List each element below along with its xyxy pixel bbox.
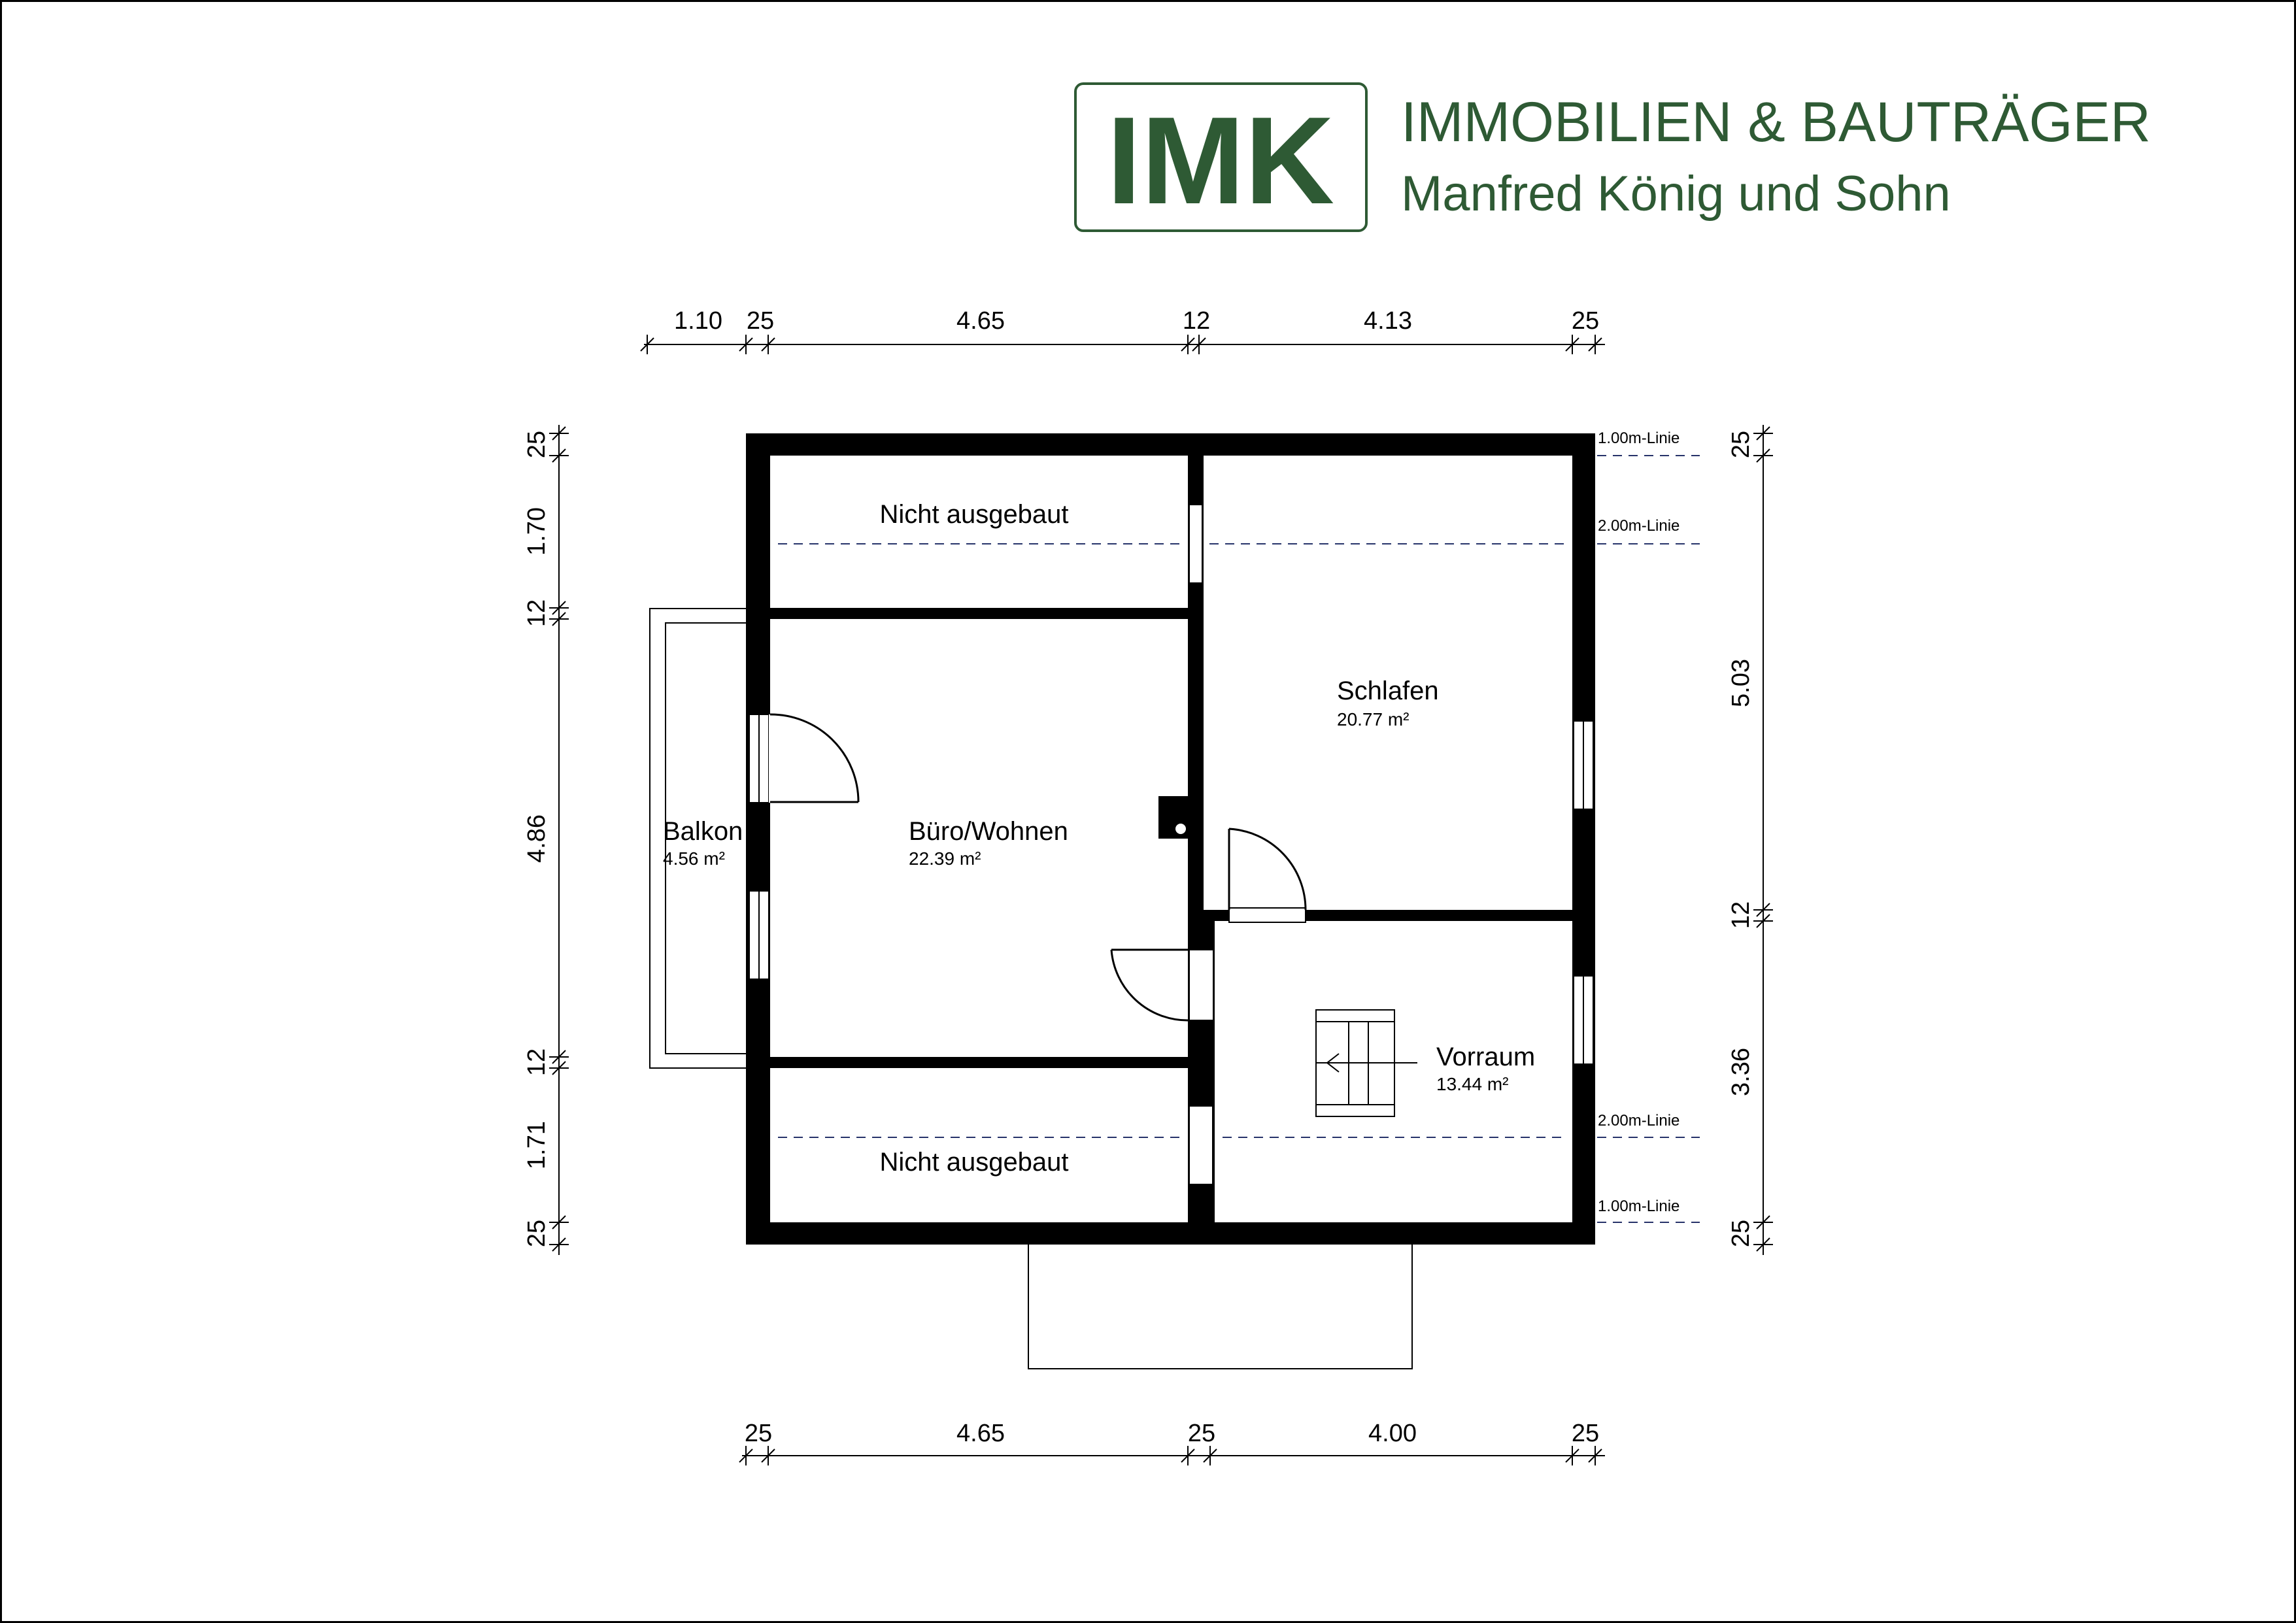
windows bbox=[749, 504, 1594, 1185]
logo-mark: IMK bbox=[1107, 92, 1334, 230]
room-balkon-area: 4.56 m² bbox=[663, 848, 725, 869]
dim-right-3: 12 bbox=[1727, 901, 1755, 929]
dim-left-1: 25 bbox=[523, 431, 550, 458]
dim-left-3: 12 bbox=[523, 599, 550, 627]
line-200-bottom-label: 2.00m-Linie bbox=[1598, 1112, 1680, 1129]
room-nicht-oben-name: Nicht ausgebaut bbox=[879, 500, 1068, 529]
dimension-chain-left bbox=[549, 425, 569, 1255]
logo-box bbox=[1074, 82, 1368, 232]
dim-left-7: 25 bbox=[523, 1220, 550, 1247]
room-schlafen-area: 20.77 m² bbox=[1337, 709, 1410, 729]
dim-bottom-4: 4.00 bbox=[1368, 1420, 1417, 1447]
height-lines bbox=[778, 455, 1700, 1223]
room-buero-area: 22.39 m² bbox=[909, 848, 981, 869]
dim-bottom-3: 25 bbox=[1188, 1420, 1215, 1447]
dim-right-2: 5.03 bbox=[1727, 659, 1755, 707]
line-100-top-label: 1.00m-Linie bbox=[1598, 429, 1680, 447]
room-schlafen-name: Schlafen bbox=[1337, 677, 1439, 705]
company-name: IMMOBILIEN & BAUTRÄGER bbox=[1401, 91, 2151, 154]
dim-left-2: 1.70 bbox=[523, 507, 550, 556]
line-200-top-label: 2.00m-Linie bbox=[1598, 517, 1680, 535]
company-owner: Manfred König und Sohn bbox=[1401, 166, 1951, 222]
dim-right-5: 25 bbox=[1727, 1220, 1755, 1247]
line-100-bottom-label: 1.00m-Linie bbox=[1598, 1197, 1680, 1215]
dim-left-5: 12 bbox=[523, 1048, 550, 1076]
dim-top-3: 4.65 bbox=[956, 307, 1005, 335]
dim-bottom-5: 25 bbox=[1572, 1420, 1599, 1447]
company-logo: IMK IMMOBILIEN & BAUTRÄGER Manfred König… bbox=[1074, 82, 2151, 232]
room-vorraum-area: 13.44 m² bbox=[1436, 1074, 1509, 1094]
stair-symbol bbox=[1315, 1009, 1417, 1117]
dim-right-1: 25 bbox=[1727, 431, 1755, 458]
dim-right-4: 3.36 bbox=[1727, 1048, 1755, 1096]
dim-bottom-2: 4.65 bbox=[956, 1420, 1005, 1447]
room-buero-name: Büro/Wohnen bbox=[909, 817, 1068, 846]
dormer-outline bbox=[1028, 1245, 1413, 1369]
walls bbox=[746, 433, 1595, 1245]
room-vorraum-name: Vorraum bbox=[1436, 1043, 1535, 1071]
room-nicht-unten-name: Nicht ausgebaut bbox=[879, 1148, 1068, 1177]
dim-top-6: 25 bbox=[1572, 307, 1599, 335]
dim-top-2: 25 bbox=[747, 307, 774, 335]
dim-left-4: 4.86 bbox=[523, 814, 550, 863]
dimension-chain-top bbox=[640, 335, 1605, 354]
dim-bottom-1: 25 bbox=[745, 1420, 772, 1447]
room-balkon-name: Balkon bbox=[663, 817, 743, 846]
dimension-chain-right bbox=[1753, 425, 1773, 1255]
dim-top-5: 4.13 bbox=[1364, 307, 1412, 335]
opening-nicht-oben bbox=[1189, 504, 1203, 584]
dim-top-1: 1.10 bbox=[674, 307, 722, 335]
doors bbox=[769, 713, 1307, 1022]
dimension-chain-bottom bbox=[739, 1446, 1605, 1465]
dim-top-4: 12 bbox=[1183, 307, 1210, 335]
dim-left-6: 1.71 bbox=[523, 1121, 550, 1169]
chimney-flue bbox=[1175, 824, 1186, 834]
opening-nicht-unten bbox=[1189, 1105, 1213, 1185]
